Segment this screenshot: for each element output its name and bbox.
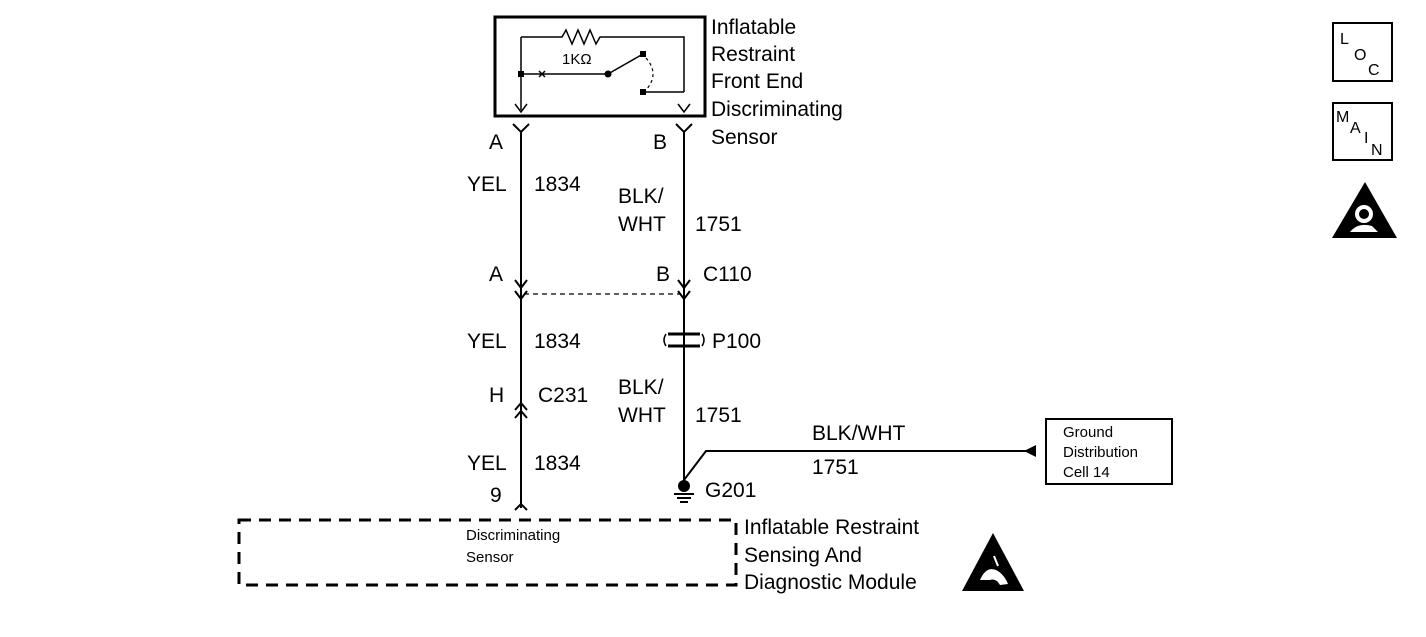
c231-pin-h: H [489,384,504,407]
esd-warning-icon [962,533,1024,591]
ground-branch-circuit: 1751 [812,456,859,479]
svg-text:A: A [1350,120,1361,137]
airbag-warning-icon[interactable] [1332,182,1397,238]
svg-text:L: L [1340,31,1349,48]
right-wire-circuit-2: 1751 [695,404,742,427]
svg-text:C: C [1368,62,1380,79]
svg-text:N: N [1371,142,1383,159]
left-wire-circuit-2: 1834 [534,330,581,353]
c110-pin-a: A [489,263,503,286]
left-wire-circuit-3: 1834 [534,452,581,475]
left-wire-circuit: 1834 [534,173,581,196]
svg-text:I: I [1364,130,1368,147]
main-icon[interactable]: M A I N [1332,102,1393,161]
module-inner-label: Discriminating Sensor [466,527,564,566]
left-pin-a: A [489,131,503,154]
left-wire-color: YEL [467,173,507,196]
module-pin-9: 9 [490,484,502,507]
svg-text:O: O [1354,47,1366,64]
sensor-internal-circuit [514,28,691,114]
sensor-title: Inflatable Restraint Front End Discrimin… [711,16,849,149]
c231-label: C231 [538,384,588,407]
resistor-label: 1KΩ [562,51,592,68]
ground-branch-color: BLK/WHT [812,422,906,445]
right-pin-b: B [653,131,667,154]
c110-label: C110 [703,263,752,286]
ground-g201-icon [674,480,694,503]
loc-icon[interactable]: L O C [1332,22,1393,82]
left-wire-color-2: YEL [467,330,507,353]
ground-distribution-box [1045,418,1173,485]
svg-text:M: M [1336,109,1349,126]
module-box [237,518,738,587]
right-wire-color2-l2: WHT [618,404,666,427]
p100-splice-icon [663,332,705,348]
module-title: Inflatable Restraint Sensing And Diagnos… [744,516,925,594]
c110-pin-b: B [656,263,670,286]
ground-branch-wire [683,445,1036,481]
left-wire-color-3: YEL [467,452,507,475]
right-wire-color2-l1: BLK/ [618,376,664,399]
right-wire-circuit: 1751 [695,213,742,236]
sensor-box [493,15,707,118]
g201-label: G201 [705,479,756,502]
right-wire-color-l1: BLK/ [618,185,664,208]
left-wire [512,123,530,511]
right-wire-color-l2: WHT [618,213,666,236]
p100-label: P100 [712,330,761,353]
ground-distribution-label: Ground Distribution Cell 14 [1063,424,1142,481]
right-wire [675,123,693,486]
